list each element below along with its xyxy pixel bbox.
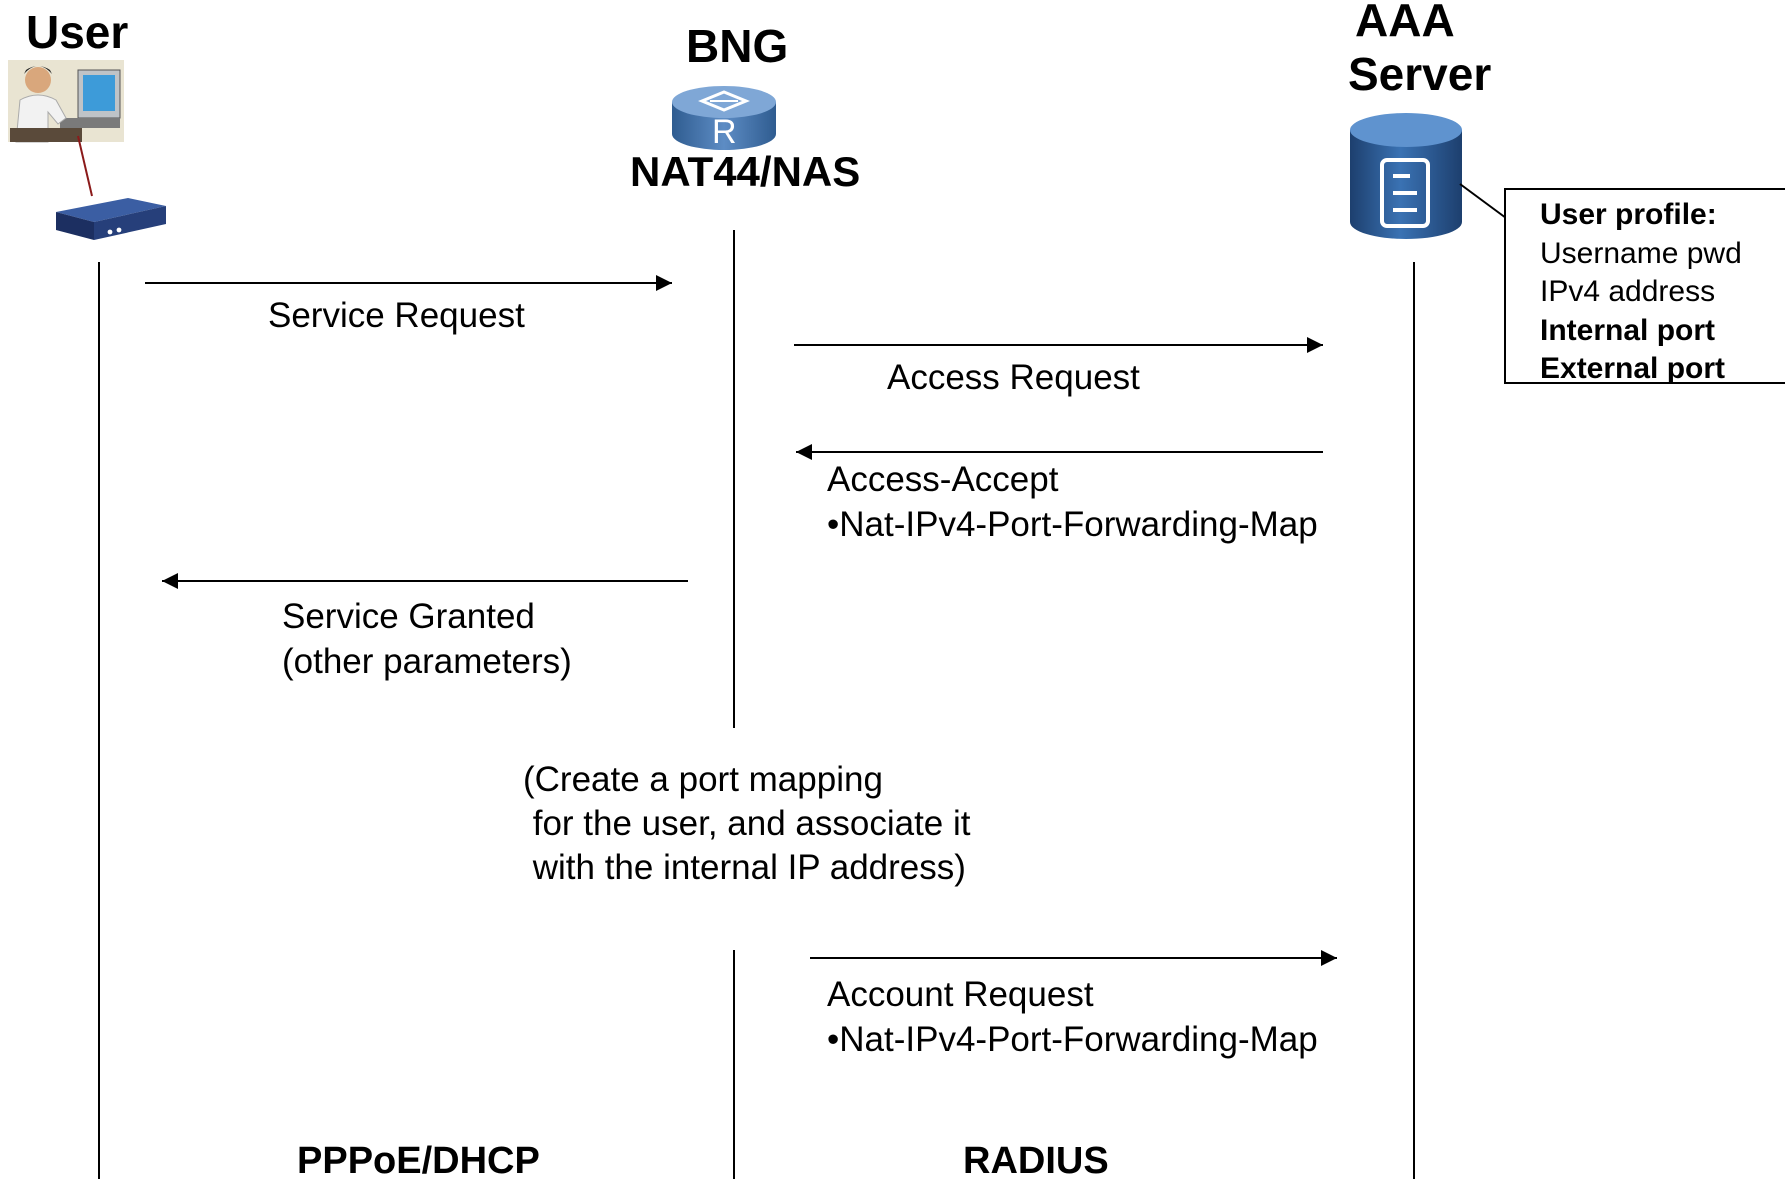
profile-line-internal-port: Internal port	[1540, 313, 1716, 347]
cpe-device-icon	[56, 198, 166, 240]
router-icon	[672, 86, 776, 150]
account-request-attribute: •Nat-IPv4-Port-Forwarding-Map	[827, 1020, 1318, 1059]
bng-subtitle: NAT44/NAS	[630, 148, 861, 195]
access-accept-attribute: •Nat-IPv4-Port-Forwarding-Map	[827, 505, 1318, 544]
profile-callout-line	[1459, 183, 1507, 219]
service-granted-note: (other parameters)	[282, 642, 572, 681]
profile-line-ipv4: IPv4 address	[1540, 275, 1716, 308]
user-cpe-link	[77, 135, 93, 197]
account-request-label: Account Request	[827, 975, 1094, 1014]
access-request-label: Access Request	[887, 358, 1140, 397]
profile-heading: User profile:	[1540, 198, 1717, 231]
protocol-label-pppoe-dhcp: PPPoE/DHCP	[297, 1140, 540, 1182]
bng-title: BNG	[686, 20, 789, 72]
profile-line-username: Username pwd	[1540, 236, 1742, 270]
port-mapping-note-line2: for the user, and associate it	[523, 804, 971, 843]
user-title: User	[26, 6, 129, 58]
access-accept-label: Access-Accept	[827, 460, 1059, 499]
protocol-label-radius: RADIUS	[963, 1140, 1109, 1182]
aaa-title-line1: AAA	[1355, 0, 1455, 46]
router-letter: R	[712, 113, 737, 151]
service-request-label: Service Request	[268, 296, 525, 335]
port-mapping-note-line3: with the internal IP address)	[523, 848, 966, 887]
database-icon	[1350, 113, 1462, 239]
user-computer-icon	[8, 60, 124, 143]
port-mapping-note-line1: (Create a port mapping	[523, 760, 883, 799]
profile-line-external-port: External port	[1540, 352, 1726, 385]
user-profile-box: User profile: Username pwd IPv4 address …	[1504, 188, 1785, 385]
service-granted-label: Service Granted	[282, 597, 535, 636]
aaa-title-line2: Server	[1348, 48, 1492, 100]
